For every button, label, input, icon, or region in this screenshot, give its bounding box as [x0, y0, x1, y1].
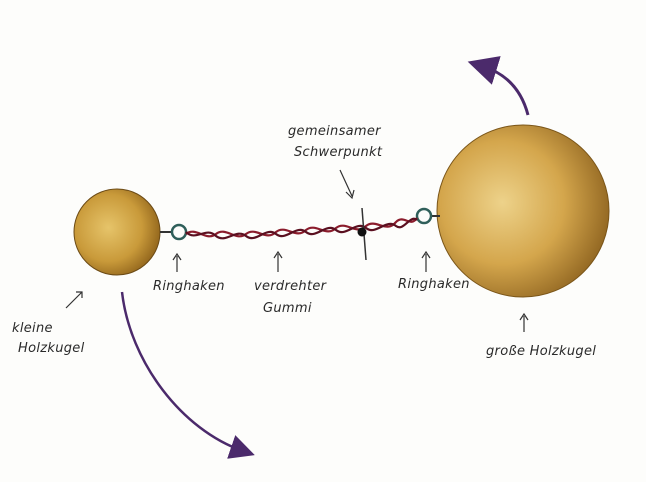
rotation-arrow-small — [122, 292, 243, 451]
pointer-rubber — [274, 252, 282, 272]
label-large-ball: große Holzkugel — [486, 344, 596, 359]
label-small-ball-line2: Holzkugel — [18, 341, 85, 356]
label-twisted-rubber-line1: verdrehter — [254, 279, 328, 294]
pointer-large-ball — [520, 314, 528, 332]
label-small-ball-line1: kleine — [12, 321, 53, 336]
label-twisted-rubber-line2: Gummi — [263, 301, 312, 316]
label-center-of-mass-line1: gemeinsamer — [288, 124, 382, 139]
ring-hook-left — [172, 225, 186, 239]
center-of-mass-dot — [358, 228, 367, 237]
large-wood-ball — [437, 125, 609, 297]
small-wood-ball — [74, 189, 160, 275]
label-center-of-mass-line2: Schwerpunkt — [294, 145, 383, 160]
label-ring-hook-right: Ringhaken — [398, 277, 470, 292]
pointer-com — [340, 170, 354, 198]
twisted-rubber-band — [186, 218, 417, 238]
pointer-small-ball — [66, 292, 82, 308]
label-ring-hook-left: Ringhaken — [153, 279, 225, 294]
ring-hook-right — [417, 209, 431, 223]
rotation-arrow-large — [482, 66, 528, 115]
pointer-ring-right — [422, 252, 430, 272]
pointer-ring-left — [173, 254, 181, 272]
